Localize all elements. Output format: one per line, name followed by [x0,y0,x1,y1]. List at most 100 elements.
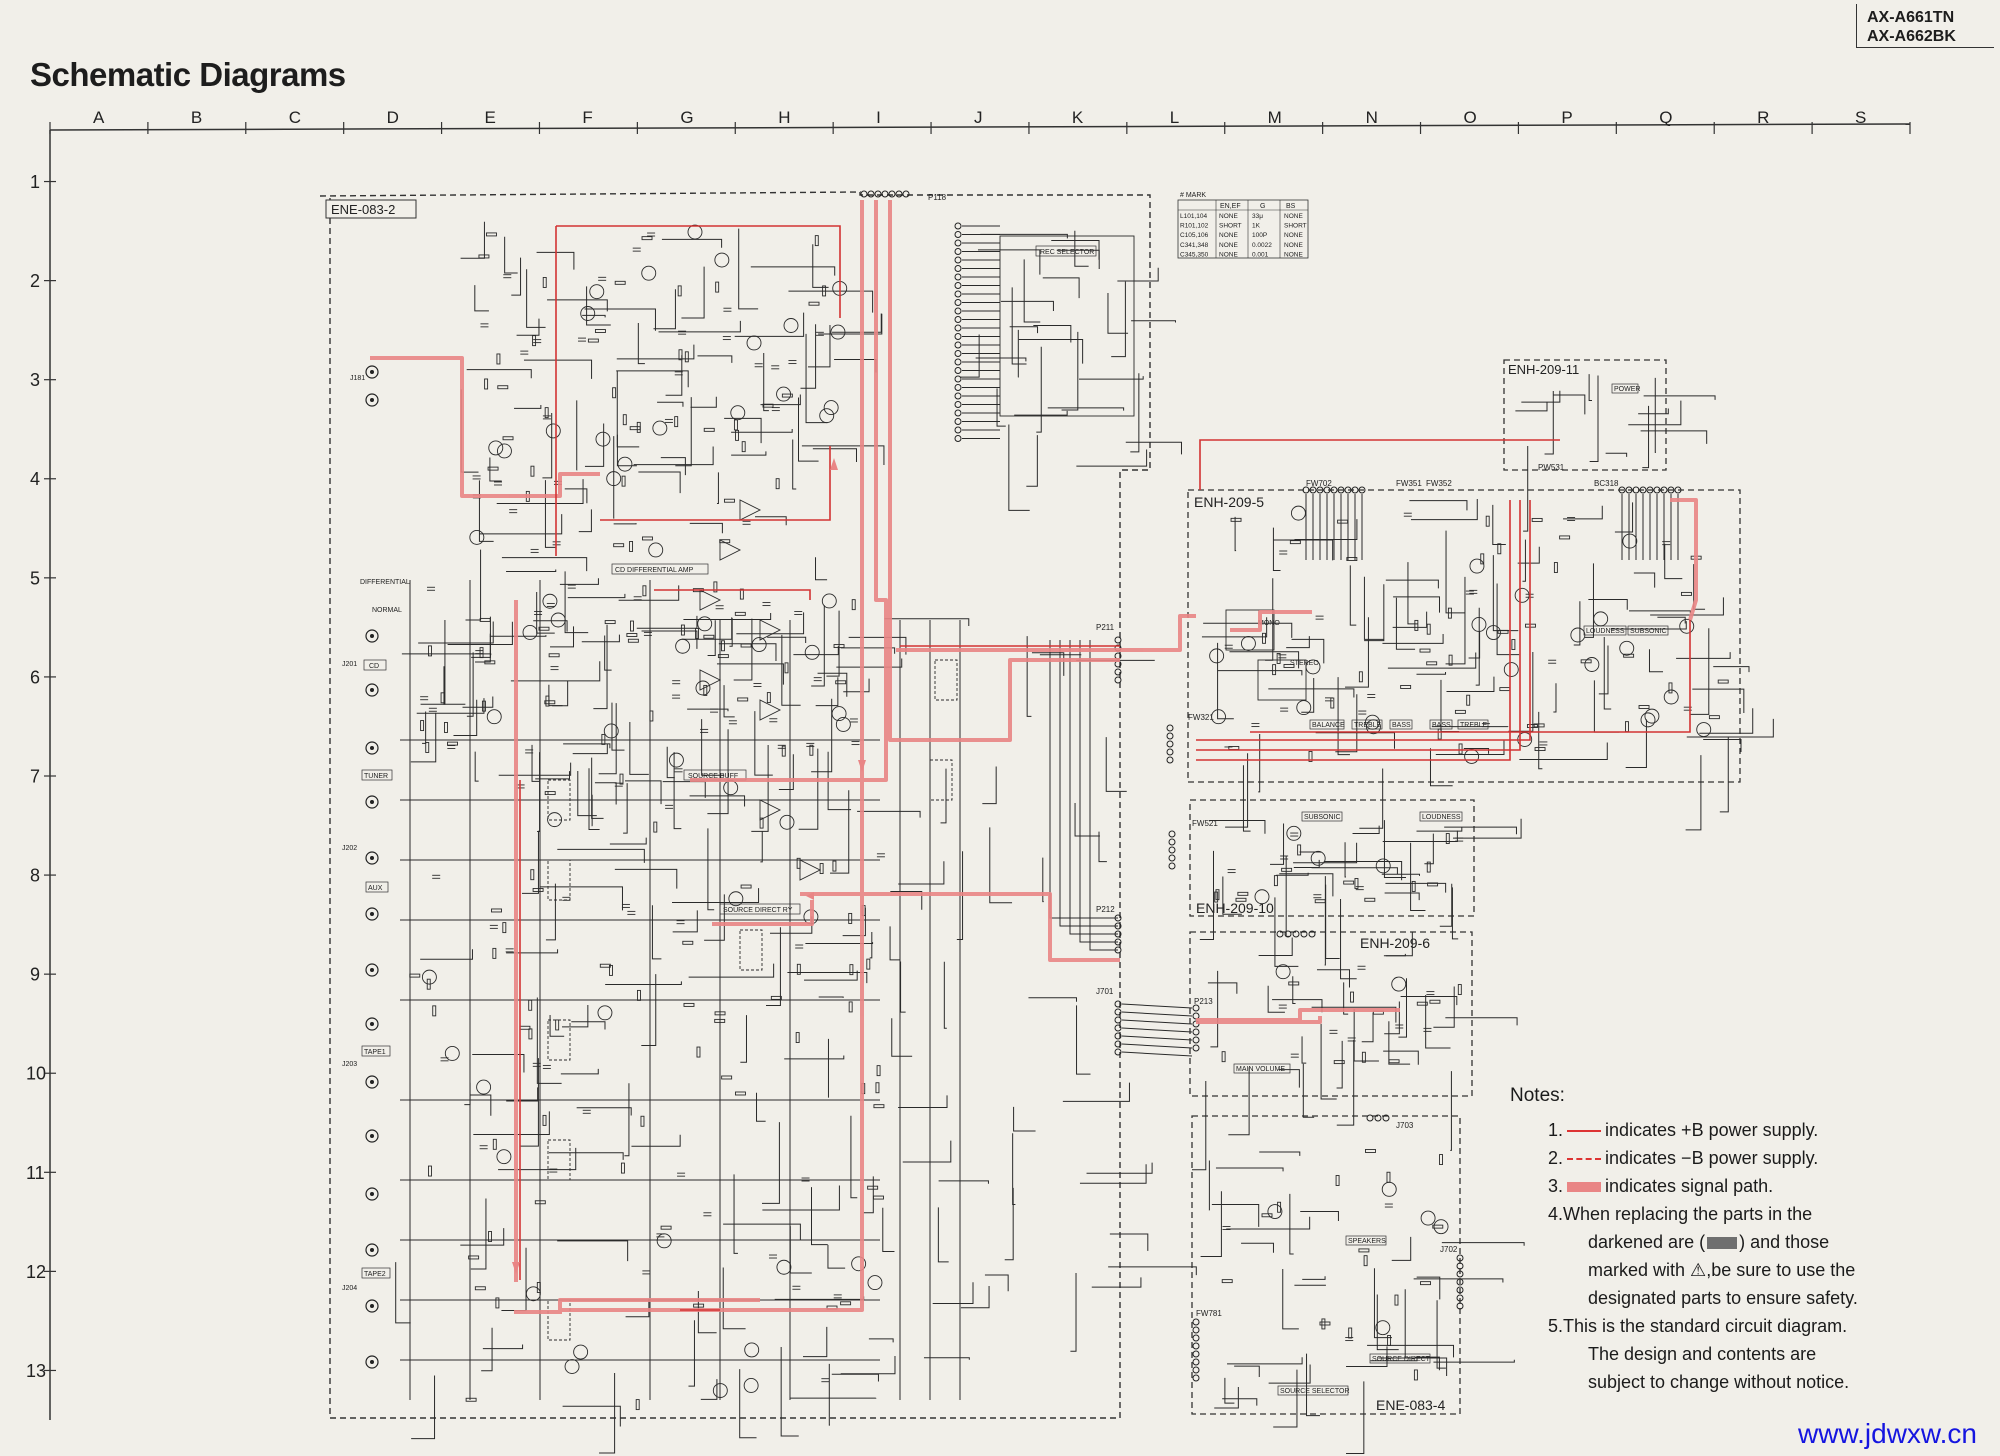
wire [1699,708,1754,734]
wire [1274,897,1299,967]
connector-pin [1358,486,1366,494]
wire [1008,424,1030,511]
label-p213: P213 [1194,997,1213,1006]
connector-pin [895,190,903,198]
resistor [677,285,682,297]
transistor [486,709,502,725]
transistor [488,440,504,456]
wire [1521,390,1561,403]
red-solid-line-icon [1567,1130,1602,1133]
relay [929,759,953,801]
mark-table-cell: SHORT [1284,223,1307,230]
wire [840,1355,896,1375]
component-symbols [409,224,1729,1411]
model-number-1: AX-A661TN [1867,9,1955,26]
row-label: 3 [30,370,40,390]
resistor [1499,687,1511,692]
resistor [1531,517,1543,522]
jack-center [370,1360,374,1364]
transistor [573,1344,589,1360]
wire [536,251,575,270]
jack-symbol [365,851,379,865]
wire [638,471,681,494]
transistor [1663,689,1679,705]
resistor [1454,709,1466,714]
wire [443,666,466,705]
wire [613,436,615,519]
connector-pin [1646,486,1654,494]
connector-pin [1192,1044,1200,1052]
wire [1242,765,1251,832]
wire [1409,500,1468,511]
transistor [1570,627,1586,643]
transistor [779,814,795,830]
resistor [833,644,845,649]
resistor [1288,981,1300,986]
wire [1026,636,1032,717]
note-4e-text: ,be sure to use the [1706,1260,1856,1280]
row-label: 4 [30,469,40,489]
wire [1385,579,1439,589]
connector-pin [1366,1114,1374,1122]
jack-symbol [365,683,379,697]
resistor [740,643,752,648]
wire [673,752,682,830]
label-fw321: FW321 [1188,713,1214,722]
connector-pin [1114,636,1122,644]
mark-table-cell: 100P [1252,232,1267,239]
resistor [703,684,708,696]
wire [625,780,662,805]
wire [1378,1357,1448,1377]
wire [478,480,494,542]
wire [506,949,559,954]
notes-heading: Notes: [1510,1085,1565,1106]
column-label: B [191,108,202,127]
resistor [1414,619,1419,631]
wire [850,1115,858,1199]
transistor [656,1233,672,1249]
resistor [1221,1051,1226,1063]
wire [1300,1210,1339,1221]
wire [447,621,513,645]
label-tape1: TAPE1 [364,1049,386,1056]
wire [1383,820,1407,878]
wire [1285,855,1290,937]
row-ticks [44,180,56,1372]
resistor [614,280,626,285]
wire [1553,394,1586,415]
resistor [703,427,715,432]
resistor [474,1286,486,1291]
wire [489,457,502,482]
wire [1393,596,1440,613]
resistor [876,1065,881,1077]
column-label: O [1463,108,1476,127]
jack-symbol [365,629,379,643]
mono-switch [1225,609,1275,651]
wire [1640,430,1708,444]
wire [545,883,556,941]
wire [807,324,831,368]
wire [651,905,662,960]
mark-table-cell: C345,350 [1180,251,1209,258]
label-j181: J181 [350,375,365,382]
wire [1108,1266,1197,1276]
wire [1320,1023,1337,1100]
note-2: 2.indicates −B power supply. [1548,1148,1819,1168]
row-label: 9 [30,965,40,985]
note-2-text: indicates −B power supply. [1605,1148,1819,1168]
label-subsonic-2: SUBSONIC [1304,814,1341,821]
wire [828,1363,830,1426]
wire [1416,1276,1441,1300]
connector-p118-vertical [954,222,962,442]
wire [738,228,759,310]
wire [980,233,1068,239]
transistor [1696,722,1712,737]
connector-pin [1168,830,1176,838]
wire [614,868,678,889]
wire [557,1240,629,1262]
connector-pin [954,307,962,315]
relay [547,859,571,901]
wire [754,711,773,776]
transistor [712,1383,728,1398]
wire [1598,645,1609,695]
